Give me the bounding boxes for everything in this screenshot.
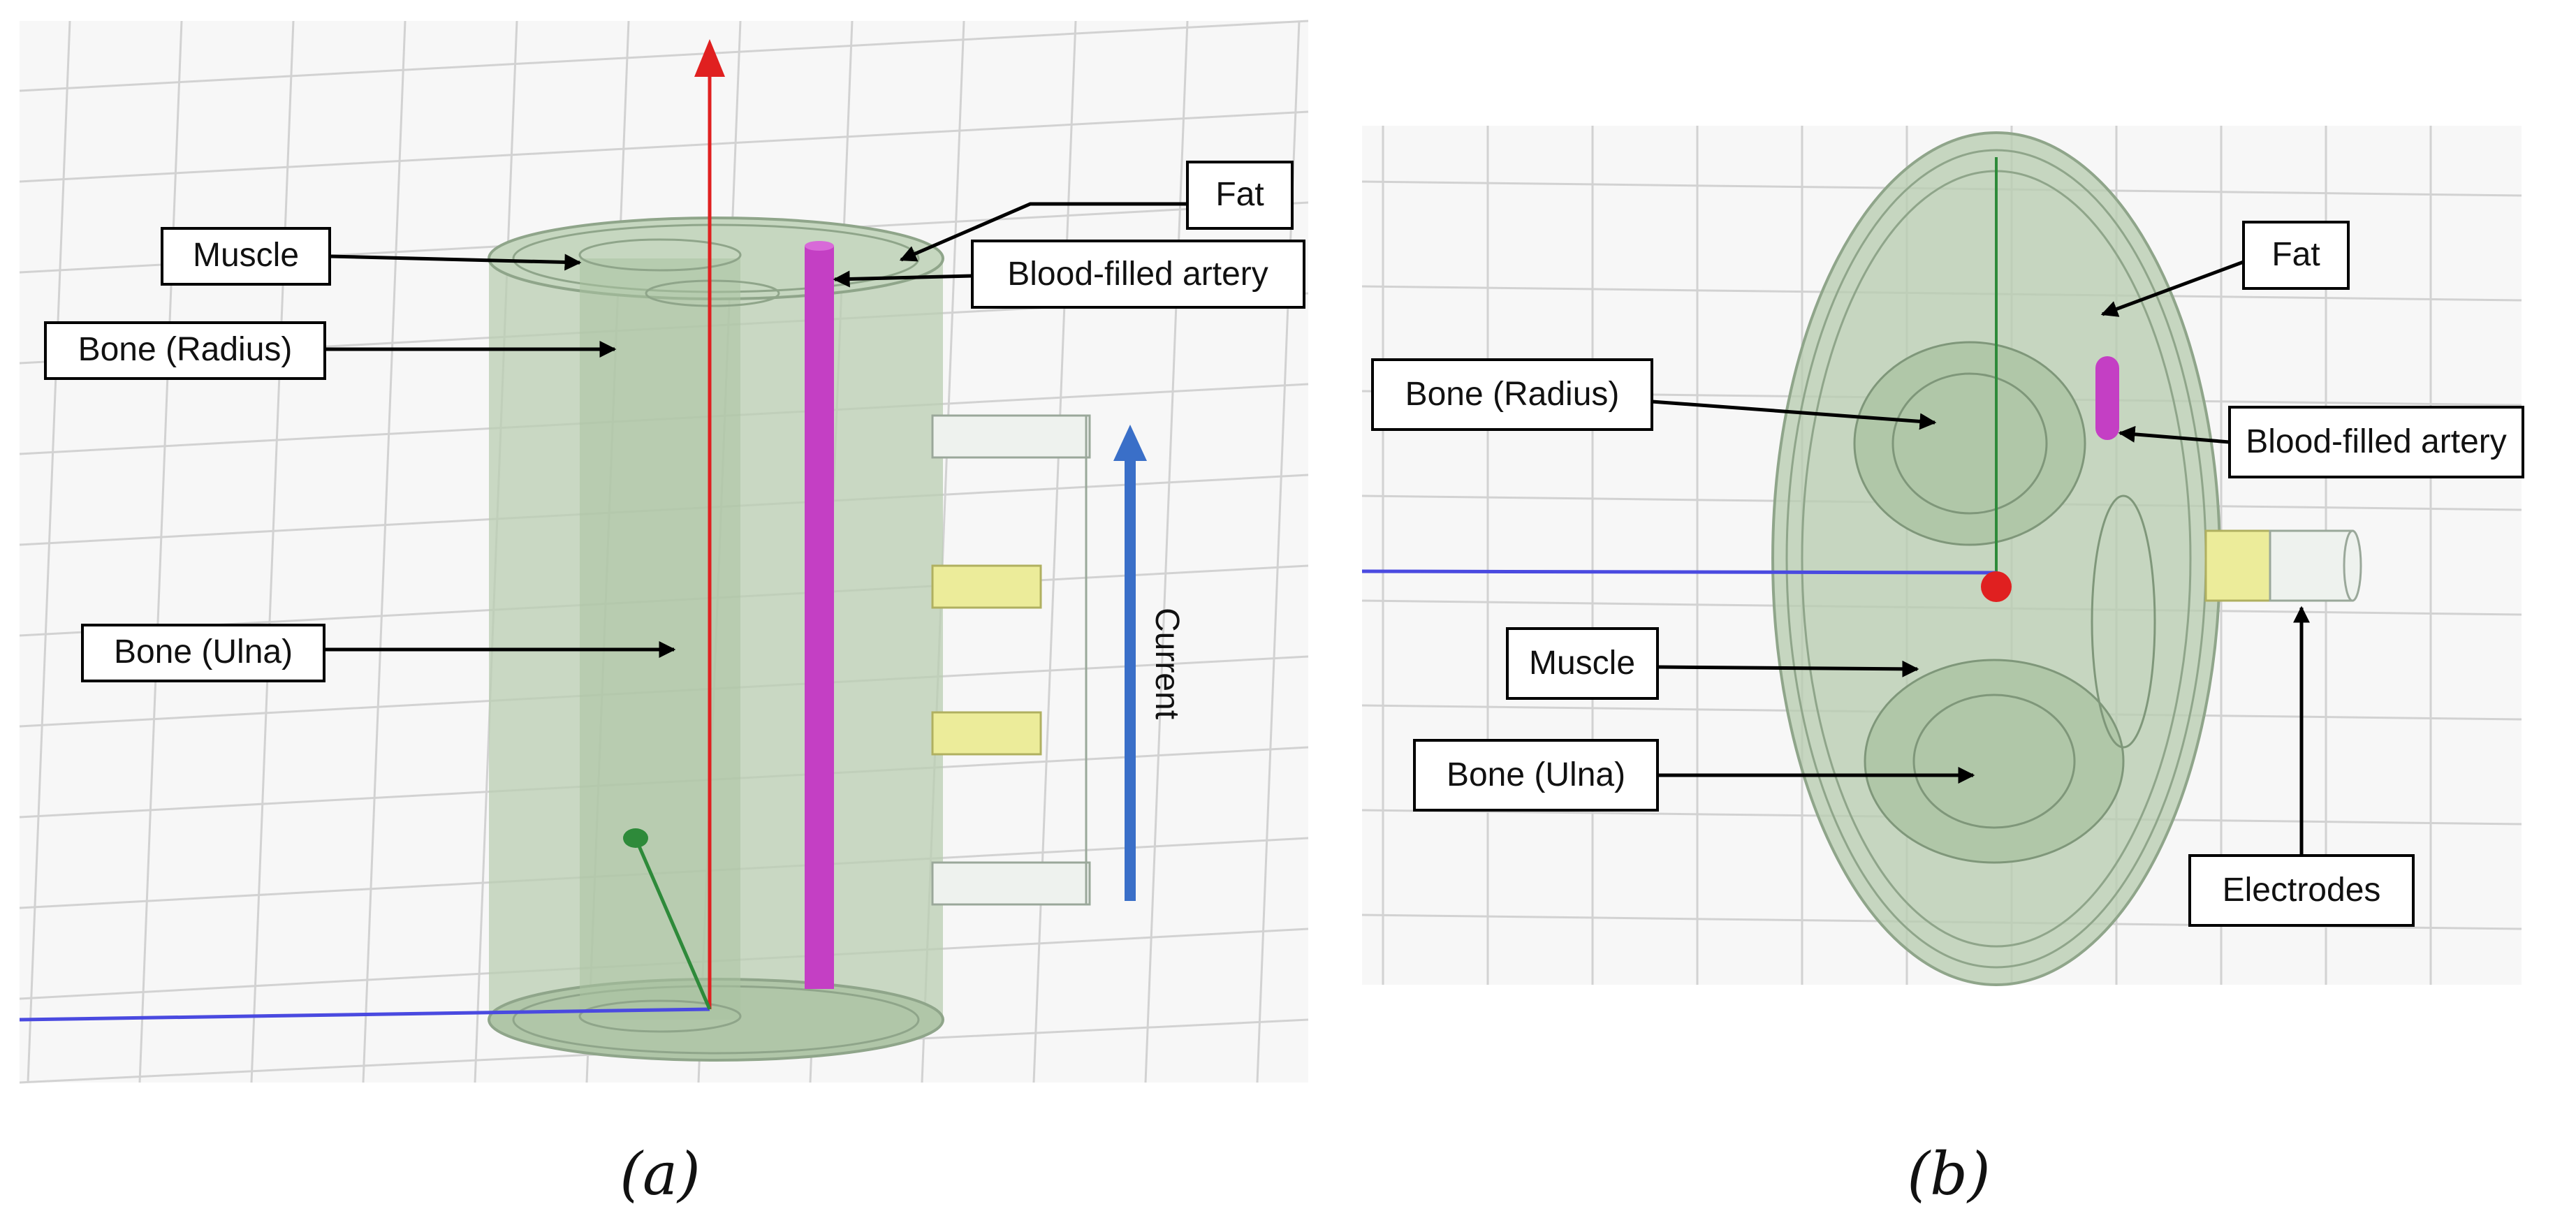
label-bone-ulna-b: Bone (Ulna) <box>1413 739 1975 812</box>
label-fat-b: Fat <box>2100 221 2350 317</box>
axes-b <box>1361 157 2012 602</box>
axes-a <box>19 39 725 1022</box>
panel-a: Muscle Bone (Radius) Bone (Ulna) Fat Blo… <box>19 20 1309 1208</box>
caption-a: (a) <box>620 1140 701 1208</box>
label-fat-a: Fat <box>899 161 1294 262</box>
label-electrodes-b: Electrodes <box>2188 606 2415 927</box>
artery-tube <box>805 241 834 989</box>
svg-text:Muscle: Muscle <box>193 237 299 274</box>
svg-text:Blood-filled artery: Blood-filled artery <box>2246 423 2507 460</box>
electrode-b <box>2204 529 2362 602</box>
label-bone-ulna-a: Bone (Ulna) <box>81 624 676 682</box>
current-label: Current <box>1148 608 1185 719</box>
svg-text:Fat: Fat <box>2271 236 2320 273</box>
svg-text:Bone (Radius): Bone (Radius) <box>1405 376 1620 413</box>
svg-text:Bone (Radius): Bone (Radius) <box>78 331 293 368</box>
artery-b <box>2095 356 2119 440</box>
svg-text:Bone (Ulna): Bone (Ulna) <box>1447 756 1625 793</box>
svg-text:Electrodes: Electrodes <box>2223 872 2381 909</box>
electrodes-a <box>931 414 1091 906</box>
forearm-cylinder <box>488 217 944 1062</box>
label-bone-radius-a: Bone (Radius) <box>44 321 617 380</box>
label-artery-b: Blood-filled artery <box>2118 406 2524 478</box>
label-artery-a: Blood-filled artery <box>833 240 1305 309</box>
caption-b: (b) <box>1907 1140 1990 1208</box>
panel-b: Fat Bone (Radius) Blood-filled artery Mu… <box>1361 126 2524 1208</box>
label-muscle-b: Muscle <box>1506 627 1919 700</box>
svg-text:Fat: Fat <box>1215 176 1264 213</box>
label-bone-radius-b: Bone (Radius) <box>1371 358 1937 431</box>
svg-text:Muscle: Muscle <box>1529 645 1635 682</box>
svg-text:Blood-filled artery: Blood-filled artery <box>1007 256 1268 293</box>
current-arrow <box>1113 425 1147 901</box>
label-muscle-a: Muscle <box>161 227 582 286</box>
svg-text:Bone (Ulna): Bone (Ulna) <box>114 633 293 670</box>
